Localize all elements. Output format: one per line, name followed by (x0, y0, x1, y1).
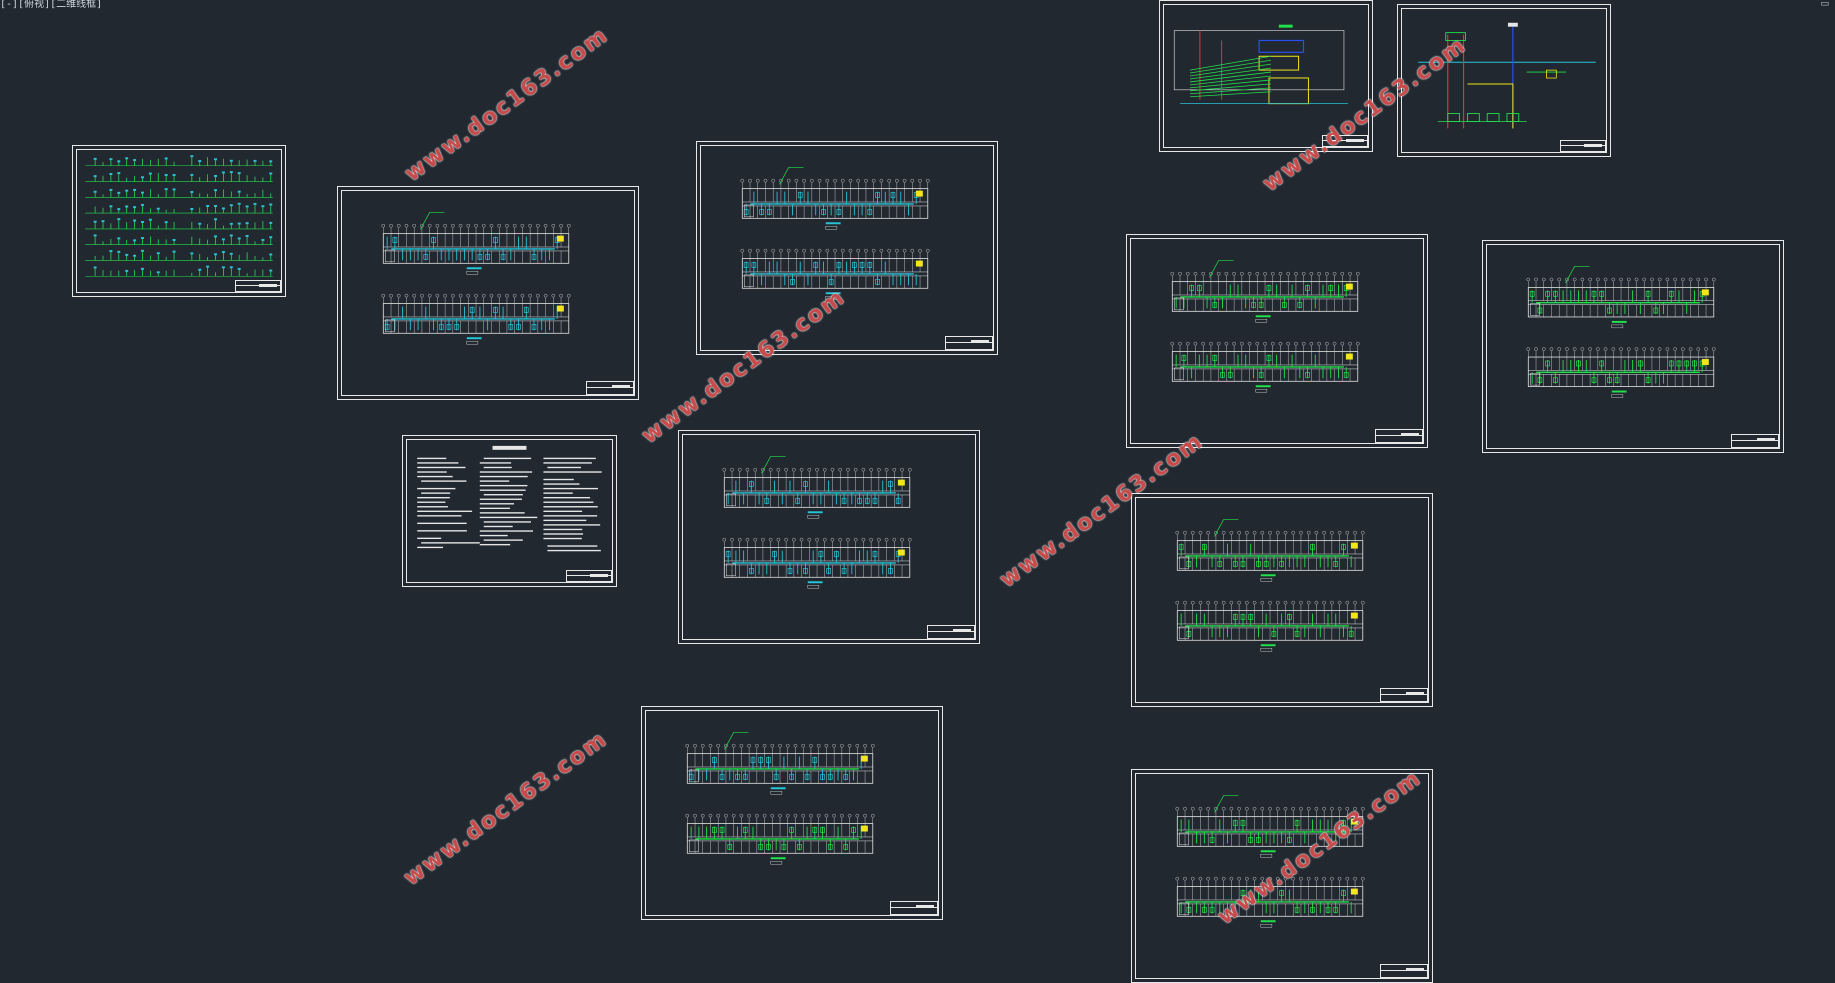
drawing-sheet-floor-plan[interactable] (1131, 493, 1433, 707)
floor-plan-drawing (740, 167, 930, 300)
drawing-sheet-floor-plan[interactable] (1126, 234, 1428, 448)
floor-plan-drawing (1175, 795, 1365, 928)
drawing-sheet-floor-plan[interactable] (337, 186, 639, 400)
window-restore-icon[interactable]: ▭ (1820, 0, 1829, 9)
watermark: www.doc163.com (399, 726, 613, 891)
sheet-inner-frame (1130, 238, 1424, 444)
design-notes-text-drawing (417, 445, 602, 552)
sheet-inner-frame (1486, 244, 1780, 449)
sheet-inner-frame (341, 190, 635, 396)
title-block (566, 570, 612, 582)
title-block (1380, 964, 1428, 978)
floor-plan-drawing (685, 732, 875, 865)
sheet-inner-frame (1135, 497, 1429, 703)
drawing-sheet-floor-plan[interactable] (641, 706, 943, 920)
floor-plan-drawing (381, 212, 571, 345)
drawing-sheet-floor-plan[interactable] (678, 430, 980, 644)
sheet-inner-frame (1163, 4, 1369, 148)
title-block (1375, 429, 1423, 443)
sheet-inner-frame (1401, 8, 1607, 153)
title-block (890, 901, 938, 915)
title-block (945, 336, 993, 350)
sheet-inner-frame (682, 434, 976, 640)
title-block (235, 280, 281, 292)
title-block (927, 625, 975, 639)
sheet-inner-frame (76, 149, 282, 293)
drawing-sheet-floor-plan[interactable] (696, 141, 998, 355)
viewport-controls-label[interactable]: [-][俯视][二维线框] (0, 0, 103, 10)
title-block (1731, 434, 1779, 448)
sheet-inner-frame (406, 439, 613, 583)
title-block (1322, 135, 1368, 147)
floor-plan-drawing (1175, 519, 1365, 652)
system-diagram-drawing (85, 155, 273, 277)
drawing-sheet-piping-schematic[interactable] (1397, 4, 1611, 157)
piping-schematic-drawing (1418, 22, 1596, 129)
sheet-inner-frame (700, 145, 994, 351)
floor-plan-drawing (722, 456, 912, 589)
drawing-sheet-floor-plan[interactable] (1482, 240, 1784, 453)
floor-plan-drawing (1170, 260, 1360, 393)
floor-plan-drawing (1526, 265, 1716, 398)
sheet-inner-frame (645, 710, 939, 916)
title-block (1560, 140, 1606, 152)
watermark: www.doc163.com (400, 22, 614, 187)
drawing-sheet-system-diagram[interactable] (72, 145, 286, 297)
title-block (586, 381, 634, 395)
drawing-sheet-floor-plan[interactable] (1131, 769, 1433, 983)
piping-schematic-drawing (1173, 24, 1348, 105)
drawing-sheet-design-notes[interactable] (402, 435, 617, 587)
title-block (1380, 688, 1428, 702)
drawing-sheet-piping-schematic[interactable] (1159, 0, 1373, 152)
